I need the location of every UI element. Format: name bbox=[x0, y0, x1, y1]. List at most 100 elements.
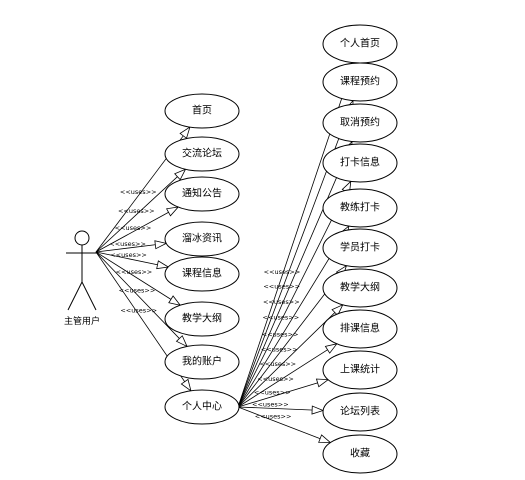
assoc-center-schedule-info-stereotype-label: <<uses>> bbox=[257, 375, 294, 383]
assoc-center-forum-list-line bbox=[237, 406, 324, 411]
assoc-center-favorites-line bbox=[237, 406, 331, 443]
use-case-ellipse[interactable] bbox=[322, 434, 398, 474]
use-case-label: 课程预约 bbox=[340, 75, 380, 88]
use-case-center-syllabus[interactable]: 教学大纲 bbox=[322, 268, 398, 308]
assoc-center-schedule-info-arrowhead bbox=[324, 343, 338, 354]
assoc-center-forum-list-stereotype-label: <<uses>> bbox=[252, 400, 289, 408]
assoc-actor-personal-center-arrowhead bbox=[180, 378, 192, 392]
assoc-center-favorites-stereotype-label: <<uses>> bbox=[255, 413, 292, 421]
use-case-label: 教学大纲 bbox=[182, 312, 222, 325]
use-case-ellipse[interactable] bbox=[322, 228, 398, 268]
assoc-actor-forum-stereotype-label: <<uses>> bbox=[118, 207, 155, 215]
use-case-ellipse[interactable] bbox=[322, 188, 398, 228]
use-case-forum[interactable]: 交流论坛 bbox=[164, 136, 240, 172]
assoc-actor-syllabus-line bbox=[95, 251, 181, 306]
assoc-center-center-syllabus-stereotype-label: <<uses>> bbox=[259, 360, 296, 368]
use-case-my-account[interactable]: 我的账户 bbox=[164, 344, 240, 380]
assoc-actor-skating-news-stereotype-label: <<uses>> bbox=[109, 240, 146, 248]
use-case-ellipse[interactable] bbox=[164, 93, 240, 129]
assoc-center-personal-home-stereotype-label: <<uses>> bbox=[264, 268, 301, 276]
use-case-label: 通知公告 bbox=[182, 187, 222, 200]
assoc-center-course-booking-stereotype-label: <<uses>> bbox=[263, 283, 300, 291]
assoc-center-favorites-arrowhead bbox=[318, 434, 332, 444]
assoc-center-class-stats-arrowhead bbox=[315, 378, 330, 388]
use-case-skating-news[interactable]: 溜冰资讯 bbox=[164, 221, 240, 257]
use-case-ellipse[interactable] bbox=[322, 103, 398, 143]
use-case-ellipse[interactable] bbox=[164, 256, 240, 292]
actor-right-leg bbox=[81, 281, 97, 311]
use-case-checkin-info[interactable]: 打卡信息 bbox=[322, 143, 398, 183]
use-case-label: 交流论坛 bbox=[182, 147, 222, 160]
use-case-ellipse[interactable] bbox=[322, 143, 398, 183]
assoc-actor-notice-line bbox=[95, 206, 179, 253]
assoc-actor-course-info-line bbox=[95, 251, 169, 268]
assoc-center-cancel-booking-stereotype-label: <<uses>> bbox=[263, 298, 300, 306]
use-case-label: 收藏 bbox=[350, 447, 370, 460]
assoc-center-checkin-info-stereotype-label: <<uses>> bbox=[263, 313, 300, 321]
use-case-ellipse[interactable] bbox=[164, 344, 240, 380]
assoc-center-class-stats-line bbox=[237, 379, 329, 408]
assoc-actor-my-account-line bbox=[95, 251, 188, 347]
use-case-label: 上课统计 bbox=[340, 363, 380, 376]
use-case-favorites[interactable]: 收藏 bbox=[322, 434, 398, 474]
assoc-actor-notice-arrowhead bbox=[166, 206, 180, 217]
assoc-actor-syllabus-stereotype-label: <<uses>> bbox=[116, 268, 153, 276]
use-case-label: 个人中心 bbox=[182, 400, 222, 413]
use-case-forum-list[interactable]: 论坛列表 bbox=[322, 392, 398, 432]
use-case-label: 打卡信息 bbox=[340, 156, 380, 169]
use-case-ellipse[interactable] bbox=[322, 62, 398, 102]
assoc-center-cancel-booking-line bbox=[237, 141, 353, 408]
use-case-schedule-info[interactable]: 排课信息 bbox=[322, 309, 398, 349]
assoc-actor-forum-line bbox=[95, 168, 186, 253]
assoc-center-coach-checkin-stereotype-label: <<uses>> bbox=[262, 330, 299, 338]
use-case-cancel-booking[interactable]: 取消预约 bbox=[322, 103, 398, 143]
use-case-course-booking[interactable]: 课程预约 bbox=[322, 62, 398, 102]
use-case-ellipse[interactable] bbox=[164, 221, 240, 257]
assoc-actor-course-info-arrowhead bbox=[156, 260, 170, 270]
use-case-ellipse[interactable] bbox=[322, 392, 398, 432]
stereotype-layer: <<uses>> <<uses>> <<uses>> <<uses>> <<uses>>… bbox=[109, 188, 300, 421]
use-case-label: 教学大纲 bbox=[340, 281, 380, 294]
use-case-label: 首页 bbox=[192, 104, 212, 117]
use-case-ellipse[interactable] bbox=[164, 389, 240, 425]
assoc-center-class-stats-stereotype-label: <<uses>> bbox=[254, 389, 291, 397]
use-case-personal-center[interactable]: 个人中心 bbox=[164, 389, 240, 425]
assoc-actor-my-account-stereotype-label: <<uses>> bbox=[119, 287, 156, 295]
use-case-home[interactable]: 首页 bbox=[164, 93, 240, 129]
use-case-ellipse[interactable] bbox=[322, 350, 398, 390]
use-case-label: 论坛列表 bbox=[340, 405, 380, 418]
use-case-personal-home[interactable]: 个人首页 bbox=[322, 24, 398, 64]
use-case-ellipse[interactable] bbox=[164, 301, 240, 337]
assoc-center-center-syllabus-arrowhead bbox=[331, 303, 344, 317]
assoc-actor-home-stereotype-label: <<uses>> bbox=[120, 188, 157, 196]
use-case-label: 排课信息 bbox=[340, 322, 380, 335]
assoc-actor-notice-stereotype-label: <<uses>> bbox=[115, 224, 152, 232]
use-case-course-info[interactable]: 课程信息 bbox=[164, 256, 240, 292]
actor-main-user: 主管用户 bbox=[64, 230, 100, 327]
use-case-ellipse[interactable] bbox=[164, 176, 240, 212]
assoc-actor-course-info-stereotype-label: <<uses>> bbox=[110, 251, 147, 259]
use-case-label: 溜冰资讯 bbox=[182, 232, 222, 245]
assoc-actor-skating-news-arrowhead bbox=[154, 240, 168, 250]
use-case-label: 学员打卡 bbox=[340, 241, 380, 254]
use-case-class-stats[interactable]: 上课统计 bbox=[322, 350, 398, 390]
use-case-label: 我的账户 bbox=[182, 355, 222, 368]
use-case-ellipse[interactable] bbox=[322, 268, 398, 308]
use-case-coach-checkin[interactable]: 教练打卡 bbox=[322, 188, 398, 228]
assoc-actor-personal-center-stereotype-label: <<uses>> bbox=[120, 306, 157, 314]
actor-left-leg bbox=[67, 281, 83, 311]
use-case-label: 个人首页 bbox=[340, 37, 380, 50]
use-case-student-checkin[interactable]: 学员打卡 bbox=[322, 228, 398, 268]
assoc-center-schedule-info-line bbox=[237, 343, 338, 408]
use-case-notice[interactable]: 通知公告 bbox=[164, 176, 240, 212]
actor-label: 主管用户 bbox=[64, 315, 100, 327]
use-case-ellipse[interactable] bbox=[322, 309, 398, 349]
assoc-actor-syllabus-arrowhead bbox=[168, 295, 182, 306]
use-case-label: 取消预约 bbox=[340, 116, 380, 129]
assoc-actor-forum-arrowhead bbox=[174, 168, 187, 181]
assoc-actor-my-account-arrowhead bbox=[175, 335, 188, 348]
use-case-syllabus[interactable]: 教学大纲 bbox=[164, 301, 240, 337]
use-case-ellipse[interactable] bbox=[164, 136, 240, 172]
